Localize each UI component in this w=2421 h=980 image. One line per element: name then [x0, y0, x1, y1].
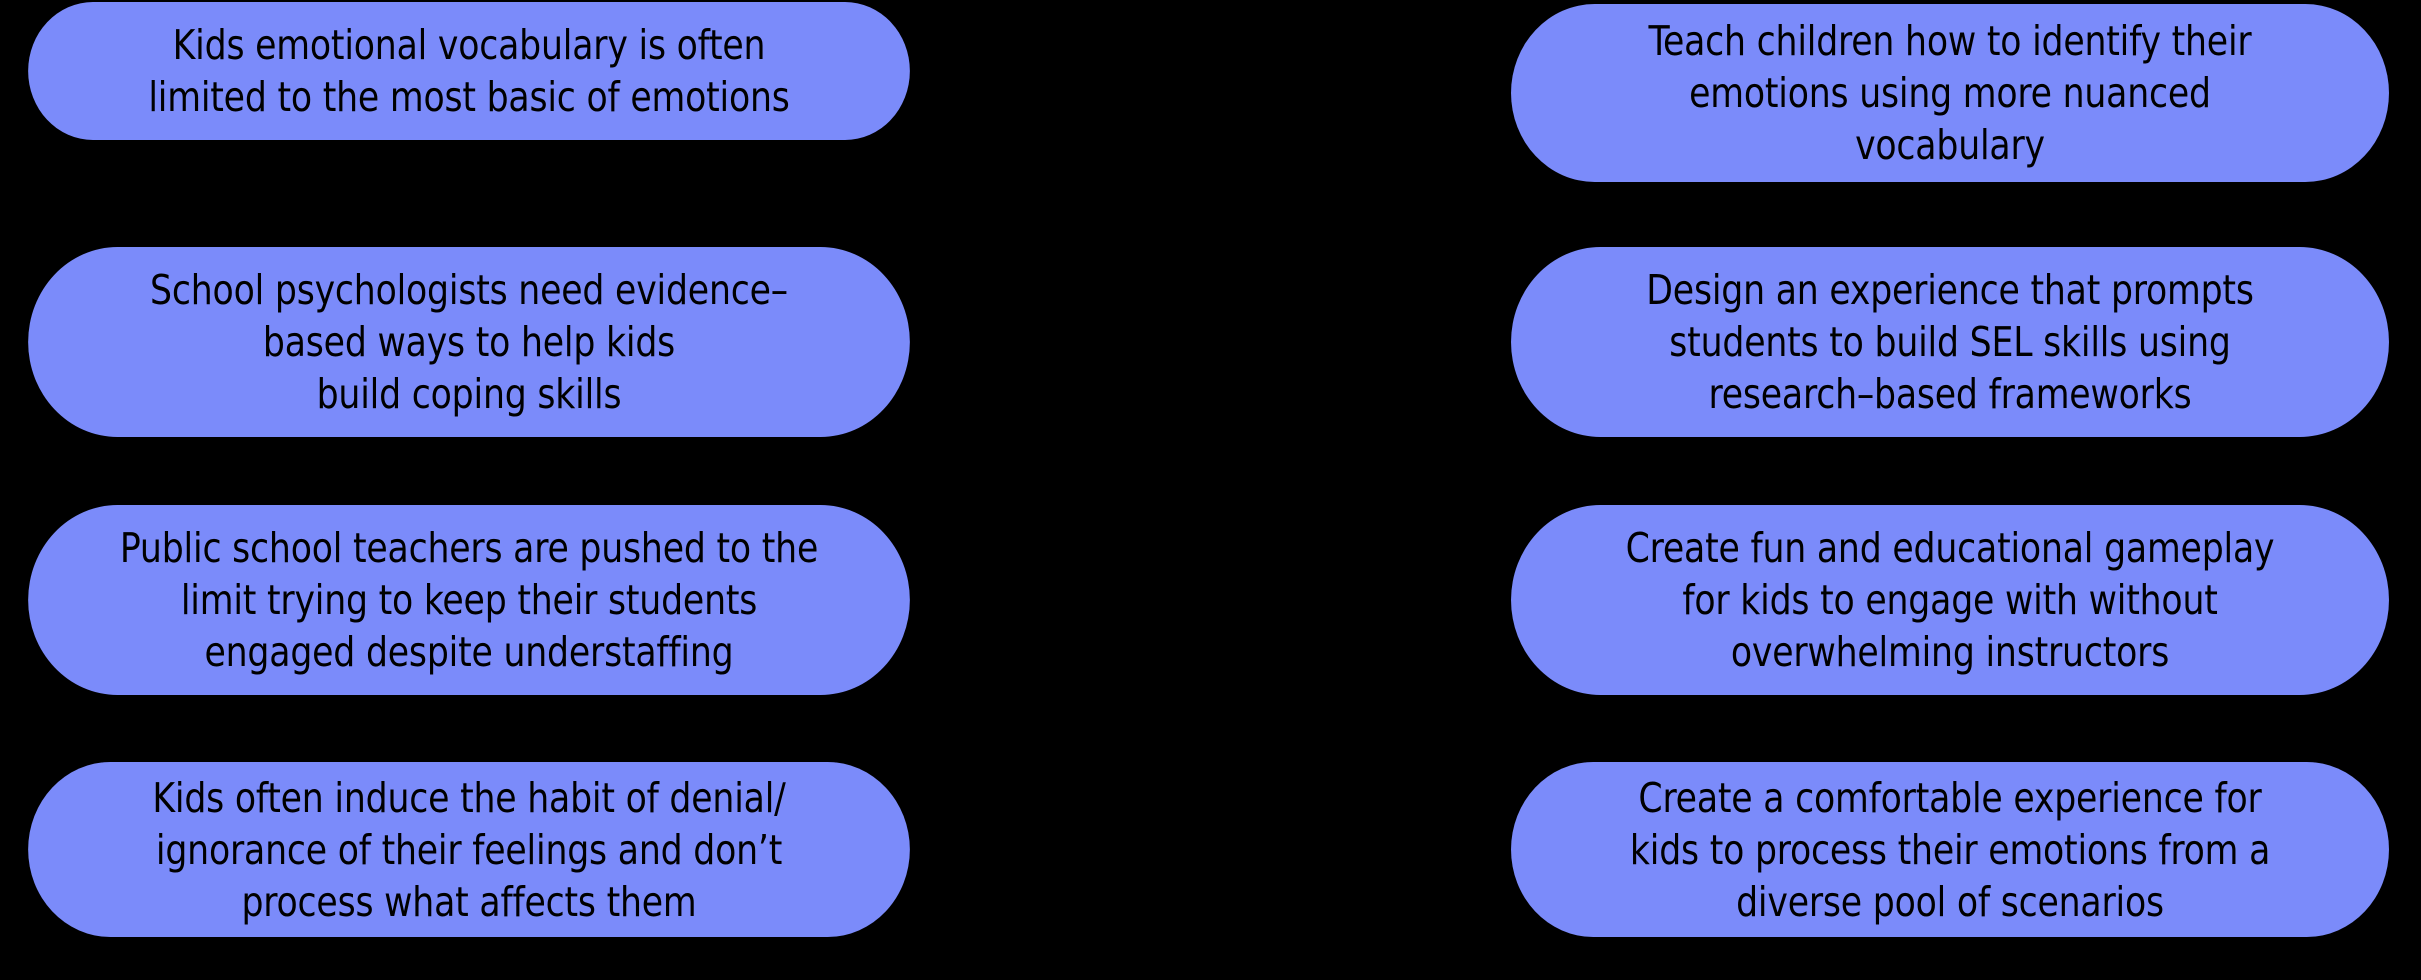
problem-card-1-label: Kids emotional vocabulary is often limit…: [148, 21, 790, 121]
goal-card-3-label: Create fun and educational gameplay for …: [1625, 524, 2275, 676]
problem-card-2-label: School psychologists need evidence– base…: [150, 266, 788, 418]
problem-card-3[interactable]: Public school teachers are pushed to the…: [28, 505, 910, 695]
goal-card-3[interactable]: Create fun and educational gameplay for …: [1511, 505, 2389, 695]
problem-card-4[interactable]: Kids often induce the habit of denial/ i…: [28, 762, 910, 937]
problem-card-1[interactable]: Kids emotional vocabulary is often limit…: [28, 2, 910, 140]
goal-card-1[interactable]: Teach children how to identify their emo…: [1511, 4, 2389, 182]
problem-card-4-label: Kids often induce the habit of denial/ i…: [152, 773, 786, 926]
goal-card-2-label: Design an experience that prompts studen…: [1646, 266, 2254, 418]
goal-card-4[interactable]: Create a comfortable experience for kids…: [1511, 762, 2389, 937]
goal-card-2[interactable]: Design an experience that prompts studen…: [1511, 247, 2389, 437]
problem-card-2[interactable]: School psychologists need evidence– base…: [28, 247, 910, 437]
goal-card-4-label: Create a comfortable experience for kids…: [1629, 773, 2271, 926]
problem-card-3-label: Public school teachers are pushed to the…: [119, 524, 819, 676]
goal-card-1-label: Teach children how to identify their emo…: [1648, 17, 2252, 169]
